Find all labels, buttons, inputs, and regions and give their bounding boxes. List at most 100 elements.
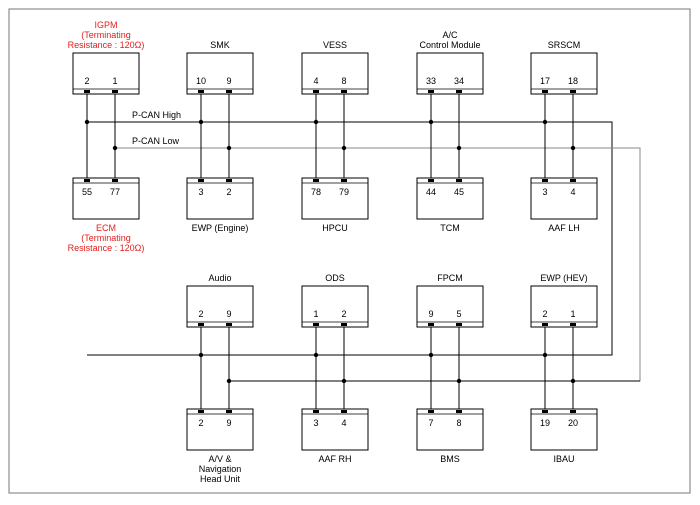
module-name: VESS xyxy=(323,40,347,50)
module-name: AAF RH xyxy=(318,454,351,464)
pin-number: 17 xyxy=(540,76,550,86)
pin-number: 33 xyxy=(426,76,436,86)
junction-dot xyxy=(542,352,548,358)
junction-dot xyxy=(456,378,462,384)
junction-dot xyxy=(313,352,319,358)
pin-number: 44 xyxy=(426,187,436,197)
module-name: EWP (HEV) xyxy=(540,273,587,283)
module-name: A/V & xyxy=(208,454,231,464)
pin-number: 2 xyxy=(198,418,203,428)
pin-number: 1 xyxy=(112,76,117,86)
pin-number: 18 xyxy=(568,76,578,86)
pin-number: 8 xyxy=(341,76,346,86)
pin-number: 1 xyxy=(313,309,318,319)
pin-terminal xyxy=(456,179,462,182)
pin-terminal xyxy=(226,323,232,326)
pin-number: 79 xyxy=(339,187,349,197)
pin-terminal xyxy=(428,90,434,93)
pin-terminal xyxy=(428,410,434,413)
pin-terminal xyxy=(313,410,319,413)
pin-terminal xyxy=(226,90,232,93)
connector-body xyxy=(416,285,484,328)
pin-terminal xyxy=(198,90,204,93)
pin-number: 2 xyxy=(226,187,231,197)
module-name: Navigation xyxy=(199,464,242,474)
junction-dot xyxy=(84,119,90,125)
junction-dot xyxy=(226,145,232,151)
pin-terminal xyxy=(428,179,434,182)
connector-body xyxy=(416,177,484,220)
connector-body xyxy=(186,285,254,328)
connector-body xyxy=(301,285,369,328)
junction-dot xyxy=(341,145,347,151)
connector-body xyxy=(186,52,254,95)
pin-number: 77 xyxy=(110,187,120,197)
p-can-high-label: P-CAN High xyxy=(132,110,181,120)
junction-dot xyxy=(428,352,434,358)
pin-terminal xyxy=(341,410,347,413)
pin-terminal xyxy=(570,410,576,413)
pin-terminal xyxy=(226,410,232,413)
pin-number: 2 xyxy=(341,309,346,319)
pin-number: 9 xyxy=(226,418,231,428)
pin-number: 4 xyxy=(341,418,346,428)
pin-terminal xyxy=(456,410,462,413)
pin-terminal xyxy=(226,179,232,182)
module-name: Control Module xyxy=(419,40,480,50)
junction-dot xyxy=(198,352,204,358)
module-name: A/C xyxy=(442,30,458,40)
pin-terminal xyxy=(313,323,319,326)
pin-number: 3 xyxy=(542,187,547,197)
pin-terminal xyxy=(198,410,204,413)
pin-number: 1 xyxy=(570,309,575,319)
pin-terminal xyxy=(570,323,576,326)
pin-terminal xyxy=(570,90,576,93)
pin-terminal xyxy=(313,90,319,93)
module-name: SMK xyxy=(210,40,230,50)
pin-terminal xyxy=(542,179,548,182)
pin-number: 5 xyxy=(456,309,461,319)
connector-body xyxy=(301,408,369,451)
junction-dot xyxy=(226,378,232,384)
pin-terminal xyxy=(84,90,90,93)
pin-number: 2 xyxy=(84,76,89,86)
junction-dot xyxy=(112,145,118,151)
module-connector: 4 8 VESS xyxy=(301,40,369,95)
p-can-low-label: P-CAN Low xyxy=(132,136,180,146)
pin-number: 8 xyxy=(456,418,461,428)
pin-terminal xyxy=(112,90,118,93)
pin-terminal xyxy=(542,90,548,93)
pin-terminal xyxy=(198,323,204,326)
pin-number: 9 xyxy=(226,309,231,319)
pin-number: 3 xyxy=(313,418,318,428)
pin-terminal xyxy=(341,179,347,182)
pin-number: 4 xyxy=(313,76,318,86)
connector-body xyxy=(186,408,254,451)
pin-terminal xyxy=(428,323,434,326)
module-note: Resistance : 120Ω) xyxy=(68,243,145,253)
connector-body xyxy=(530,285,598,328)
module-name: AAF LH xyxy=(548,223,580,233)
pin-number: 34 xyxy=(454,76,464,86)
pin-number: 20 xyxy=(568,418,578,428)
pin-number: 9 xyxy=(226,76,231,86)
pin-number: 2 xyxy=(542,309,547,319)
connector-body xyxy=(530,52,598,95)
pin-terminal xyxy=(456,323,462,326)
pin-number: 78 xyxy=(311,187,321,197)
junction-dot xyxy=(313,119,319,125)
module-connector: 2 1 EWP (HEV) xyxy=(530,273,598,328)
pin-terminal xyxy=(112,179,118,182)
junction-dot xyxy=(542,119,548,125)
junction-dot xyxy=(456,145,462,151)
junction-dot xyxy=(570,145,576,151)
junction-dot xyxy=(570,378,576,384)
